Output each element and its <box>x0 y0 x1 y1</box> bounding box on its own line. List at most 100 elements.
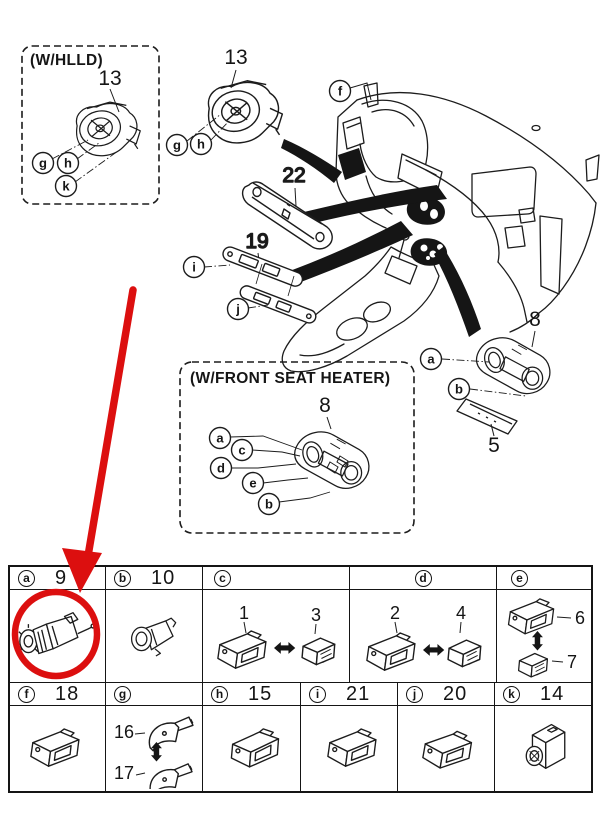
callout-d-heater: d <box>209 456 233 480</box>
svg-text:a: a <box>427 352 435 367</box>
cell-part-number: 18 <box>55 682 80 705</box>
part-22-bracket: 22 <box>241 163 333 250</box>
cell-d: d 2 4 <box>350 567 497 682</box>
cell-d-header: d <box>350 567 496 590</box>
seat-heater-slots <box>326 455 349 474</box>
swap-arrow-icon <box>273 641 295 654</box>
part-19-label: 19 <box>245 230 268 253</box>
item-1-label: 1 <box>238 603 248 623</box>
callout-b-right: b <box>447 377 471 401</box>
cell-f-drawing <box>10 706 105 791</box>
cell-g-drawing: 16 17 <box>106 706 202 791</box>
part-8-label: 8 <box>529 308 541 331</box>
part-13-label: 13 <box>224 46 247 69</box>
lighter-socket-drawing <box>130 617 176 657</box>
arrow-vent-to-dash <box>281 139 342 183</box>
callout-i: i <box>182 255 206 279</box>
cell-letter-badge: i <box>309 685 326 703</box>
svg-text:h: h <box>64 156 72 171</box>
callout-f: f <box>328 79 372 103</box>
cell-part-number: 15 <box>248 682 273 705</box>
callout-a-heater: a <box>208 426 232 450</box>
cell-a-header: a 9 <box>10 567 105 590</box>
arrow-19-to-dash <box>287 221 413 285</box>
hlld-variant-box: (W/HLLD) 13 g h k <box>21 45 160 205</box>
item-7-label: 7 <box>567 652 577 672</box>
part-13-label-hlld: 13 <box>98 67 121 90</box>
table-row-2: f 18 g 16 17 <box>10 683 591 791</box>
dashboard-black-detail-holes <box>420 201 443 260</box>
svg-text:b: b <box>455 382 463 397</box>
item-6-label: 6 <box>575 608 585 628</box>
cell-i-drawing <box>301 706 397 791</box>
callout-h-hlld: h <box>56 151 80 175</box>
dashed-border <box>21 45 160 205</box>
cell-letter-badge: j <box>406 685 423 703</box>
callout-leaders <box>441 358 527 397</box>
cell-letter-badge: a <box>18 569 35 587</box>
cell-c: c 1 3 <box>203 567 350 682</box>
table-row-1: a 9 b 10 c <box>10 567 591 683</box>
cell-letter-badge: f <box>18 685 35 703</box>
switch-21-drawing <box>326 727 377 767</box>
parts-table: a 9 b 10 c <box>8 565 593 793</box>
cell-k: k 14 <box>495 683 591 791</box>
part-19-switch-panel: 19 i j <box>182 229 317 324</box>
switch-17-drawing <box>148 762 193 789</box>
callout-c-heater: c <box>230 438 254 462</box>
item-16-label: 16 <box>113 722 133 742</box>
front-seat-heater-box: (W/FRONT SEAT HEATER) 8 a c d e <box>179 361 415 534</box>
callout-h-vent: h <box>189 132 213 156</box>
tray-5-drawing <box>456 398 518 435</box>
item-3-label: 3 <box>310 605 320 625</box>
vent-opening-filled <box>338 148 366 180</box>
callout-k-hlld: k <box>54 174 78 198</box>
cell-d-drawing: 2 4 <box>350 590 496 682</box>
callout-leaders <box>229 435 331 503</box>
arrow-22-to-dash <box>304 185 447 224</box>
cell-c-drawing: 1 3 <box>203 590 349 682</box>
dashboard-line-art <box>281 82 600 373</box>
dashed-border <box>179 361 415 534</box>
heater-box-title: (W/FRONT SEAT HEATER) <box>190 370 390 387</box>
svg-text:i: i <box>192 260 196 275</box>
cell-j-header: j 20 <box>398 683 494 706</box>
svg-text:a: a <box>216 431 224 446</box>
svg-text:e: e <box>249 476 256 491</box>
callout-g-hlld: g <box>31 151 55 175</box>
cell-j: j 20 <box>398 683 495 791</box>
swap-arrow-icon <box>422 643 444 656</box>
cell-part-number: 20 <box>443 682 468 705</box>
cell-letter-badge: g <box>114 685 131 703</box>
cell-letter-badge: b <box>114 569 131 587</box>
callout-b-heater: b <box>257 492 281 516</box>
svg-text:h: h <box>197 137 205 152</box>
svg-text:c: c <box>238 443 245 458</box>
svg-text:k: k <box>62 179 70 194</box>
cell-letter-badge: d <box>414 569 432 587</box>
cell-part-number: 10 <box>151 566 176 589</box>
cell-g-header: g <box>106 683 202 706</box>
cell-letter-badge: h <box>211 685 228 703</box>
blanking-plug-7-drawing <box>517 652 549 678</box>
switch-18-drawing <box>29 727 80 767</box>
cell-k-drawing <box>495 706 591 791</box>
svg-text:j: j <box>235 302 240 317</box>
cell-part-number: 9 <box>55 566 68 589</box>
side-vent-drawing <box>207 80 284 144</box>
cell-a: a 9 <box>10 567 106 682</box>
cell-h-header: h 15 <box>203 683 300 706</box>
cell-b-header: b 10 <box>106 567 202 590</box>
cell-i-header: i 21 <box>301 683 397 706</box>
switch-20-drawing <box>421 728 472 770</box>
svg-text:d: d <box>217 461 225 476</box>
switch-6-drawing <box>507 597 555 634</box>
cell-letter-badge: k <box>503 685 520 703</box>
switch-15-drawing <box>228 726 281 769</box>
hlld-box-title: (W/HLLD) <box>30 52 103 69</box>
cell-k-header: k 14 <box>495 683 591 706</box>
part-8-label-heater: 8 <box>319 394 331 417</box>
svg-text:g: g <box>173 138 181 153</box>
cell-e-drawing: 6 7 <box>497 590 591 682</box>
